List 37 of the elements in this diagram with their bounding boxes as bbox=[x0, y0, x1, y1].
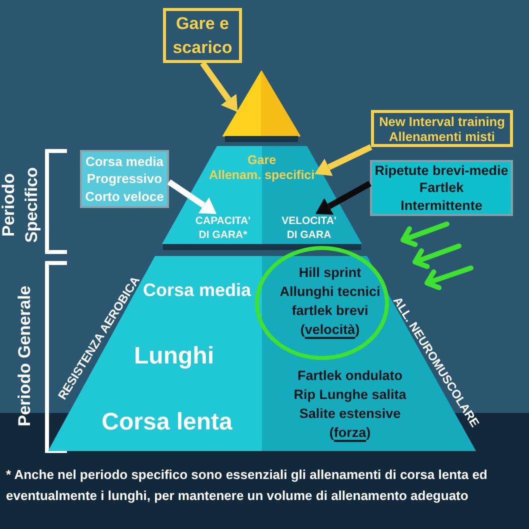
footnote: * Anche nel periodo specifico sono essenziali gli allenamenti di corsa lenta ed eventualmente i lunghi, per mantenere un volume di allenamento adeguato bbox=[6, 466, 488, 505]
callout-text: New Interval training bbox=[379, 114, 505, 128]
period-label: Periodo Generale bbox=[14, 286, 35, 426]
callout-text: Allenamenti misti bbox=[389, 128, 495, 144]
callout-text: Ripetute brevi-medie bbox=[374, 162, 508, 180]
highlight-circle bbox=[254, 245, 390, 361]
circled-text: fartlek brevi bbox=[292, 302, 368, 320]
period-label: Periodo Specifico bbox=[0, 166, 42, 245]
circled-text: (velocità) bbox=[300, 322, 360, 338]
tier-text: Salite estensive bbox=[299, 406, 401, 422]
tier-text: CAPACITA' DI GARA* bbox=[194, 214, 252, 242]
callout-text: Corsa media bbox=[85, 152, 164, 170]
pyramid-tier bbox=[162, 146, 362, 250]
callout-box bbox=[80, 150, 169, 208]
callout-box bbox=[163, 8, 242, 63]
callout-text: Progressivo bbox=[86, 170, 162, 188]
callout-box bbox=[370, 160, 513, 216]
tier-text: Corsa lenta bbox=[102, 408, 232, 438]
arrow bbox=[315, 180, 372, 215]
arrow bbox=[314, 144, 372, 176]
tier-text: VELOCITA' DI GARA bbox=[280, 214, 338, 242]
tier-text: Gare bbox=[246, 153, 278, 168]
tier-text: Corsa media bbox=[142, 280, 252, 302]
callout-box bbox=[371, 110, 513, 147]
callout-text: Gare e scarico bbox=[172, 12, 234, 58]
circled-text: Hill sprint bbox=[298, 264, 362, 282]
tier-text: Fartlek ondulato bbox=[298, 368, 402, 384]
tier-text: Rip Lunghe salita bbox=[294, 386, 406, 404]
tier-text: Lunghi bbox=[134, 342, 214, 372]
callout-text: Intermittente bbox=[400, 196, 482, 214]
callout-text: Fartlek bbox=[419, 179, 464, 197]
callout-text: Corto veloce bbox=[85, 188, 164, 206]
tier-text: (forza) bbox=[329, 424, 371, 442]
arrow bbox=[200, 61, 238, 112]
pyramid-apex bbox=[223, 71, 300, 142]
circled-text: Allunghi tecnici bbox=[280, 284, 380, 300]
tier-text: Allenam. specifici bbox=[209, 168, 315, 183]
